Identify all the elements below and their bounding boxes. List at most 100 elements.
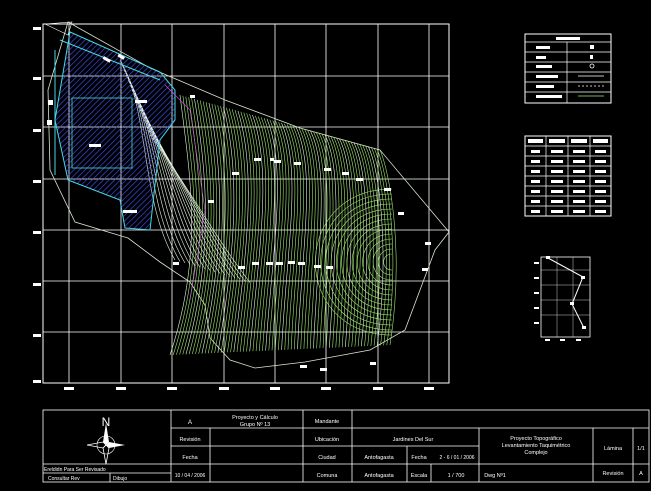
contour-line: [292, 125, 304, 350]
contour-line: [372, 243, 393, 281]
profile-mini-chart: [534, 256, 591, 341]
contour-line: [379, 149, 397, 346]
revision-value2: A: [639, 471, 643, 477]
title-block-texts: N A Proyecto y Cálculo Grupo Nº 13 Manda…: [44, 415, 645, 482]
contour-line: [368, 146, 384, 346]
contour-line: [344, 140, 358, 347]
contour-line: [223, 108, 240, 353]
contour-line: [239, 112, 255, 352]
contour-line: [149, 134, 251, 283]
contour-line: [350, 141, 364, 347]
contour-line: [286, 124, 299, 350]
contour-line: [331, 203, 393, 321]
contour-line: [327, 135, 340, 348]
contour-line: [172, 95, 195, 355]
contour-line: [220, 107, 238, 353]
contour-line: [147, 129, 246, 282]
mandante-label: Mandante: [315, 419, 339, 425]
contour-line: [383, 253, 393, 271]
contour-line: [295, 126, 307, 350]
comuna-value: Antofagasta: [364, 473, 394, 479]
escala-label: Escala: [411, 473, 428, 479]
contour-line: [207, 104, 226, 354]
contour-lines: [119, 59, 397, 356]
north-letter: N: [102, 415, 111, 429]
contour-line: [201, 102, 220, 354]
contour-line: [356, 143, 371, 347]
elevation-labels: [47, 53, 431, 371]
north-arrow-icon: [86, 423, 125, 465]
contour-line: [346, 218, 393, 306]
survey-boundary: [47, 21, 450, 369]
contour-line: [353, 142, 368, 347]
contour-line: [330, 136, 343, 348]
contour-line: [289, 125, 302, 350]
ciudad-value: Antofagasta: [364, 455, 394, 461]
escala-value: 1 / 700: [448, 473, 465, 479]
contour-line: [339, 138, 352, 348]
project-line2: Grupo Nº 13: [240, 421, 270, 428]
contour-line: [304, 129, 316, 349]
project-line1: Proyecto y Cálculo: [232, 415, 278, 421]
hatched-building-zone: [43, 21, 206, 301]
ubicacion-label: Ubicación: [315, 437, 339, 443]
contour-line: [310, 130, 322, 349]
date-left: 10 / 04 / 2006: [175, 473, 206, 479]
fecha-label2: Fecha: [411, 455, 427, 461]
fecha-value: 2 - 6 / 01 / 2006: [439, 455, 474, 461]
contour-line: [198, 102, 218, 354]
revision-letter: A: [188, 420, 192, 426]
contour-line: [268, 119, 281, 351]
contour-line: [274, 121, 287, 351]
contour-line: [262, 118, 275, 351]
contour-line: [362, 145, 377, 346]
contour-line: [211, 105, 229, 354]
contour-line: [271, 120, 284, 351]
signer2: Consultar Rev: [48, 476, 80, 482]
contour-line: [246, 114, 261, 352]
contour-line: [265, 118, 278, 351]
contour-line: [367, 238, 393, 286]
title-block: [42, 409, 650, 483]
contour-line: [192, 100, 212, 355]
contour-line: [236, 111, 252, 352]
contour-line: [298, 127, 310, 350]
contour-line: [365, 145, 381, 346]
contour-line: [230, 110, 246, 353]
legend-table-symbols: [524, 33, 612, 104]
contour-line: [321, 133, 334, 348]
comuna-label: Comuna: [317, 473, 339, 479]
lamina-label: Lámina: [604, 446, 623, 452]
desc-line2: Levantamiento Taquimétrico: [502, 443, 571, 449]
contour-line: [179, 97, 201, 355]
contour-line: [169, 94, 192, 356]
contour-line: [378, 248, 393, 276]
contour-line: [315, 132, 328, 349]
contour-line: [249, 114, 264, 352]
contour-line: [195, 101, 215, 354]
contour-line: [188, 99, 209, 355]
contour-line: [278, 121, 290, 351]
revision-label: Revisión: [179, 437, 200, 443]
contour-line: [318, 133, 331, 349]
contour-line: [333, 137, 346, 348]
grid-coordinate-labels: [33, 27, 434, 390]
contour-line: [204, 103, 223, 354]
contour-line: [185, 98, 206, 355]
contour-line: [362, 233, 393, 291]
contour-line: [313, 131, 325, 349]
ciudad-label: Ciudad: [318, 455, 335, 461]
contour-line: [336, 208, 393, 316]
contour-line: [284, 123, 296, 350]
dwg-label: Dwg Nº1: [484, 472, 506, 479]
contour-line: [376, 149, 394, 346]
contour-line: [336, 137, 349, 348]
contour-line: [258, 117, 272, 351]
contour-line: [342, 139, 355, 347]
lamina-value: 1/1: [637, 446, 645, 452]
contour-line: [252, 115, 267, 352]
desc-line3: Complejo: [524, 450, 547, 456]
contour-line: [214, 106, 232, 354]
contour-line: [217, 106, 235, 353]
